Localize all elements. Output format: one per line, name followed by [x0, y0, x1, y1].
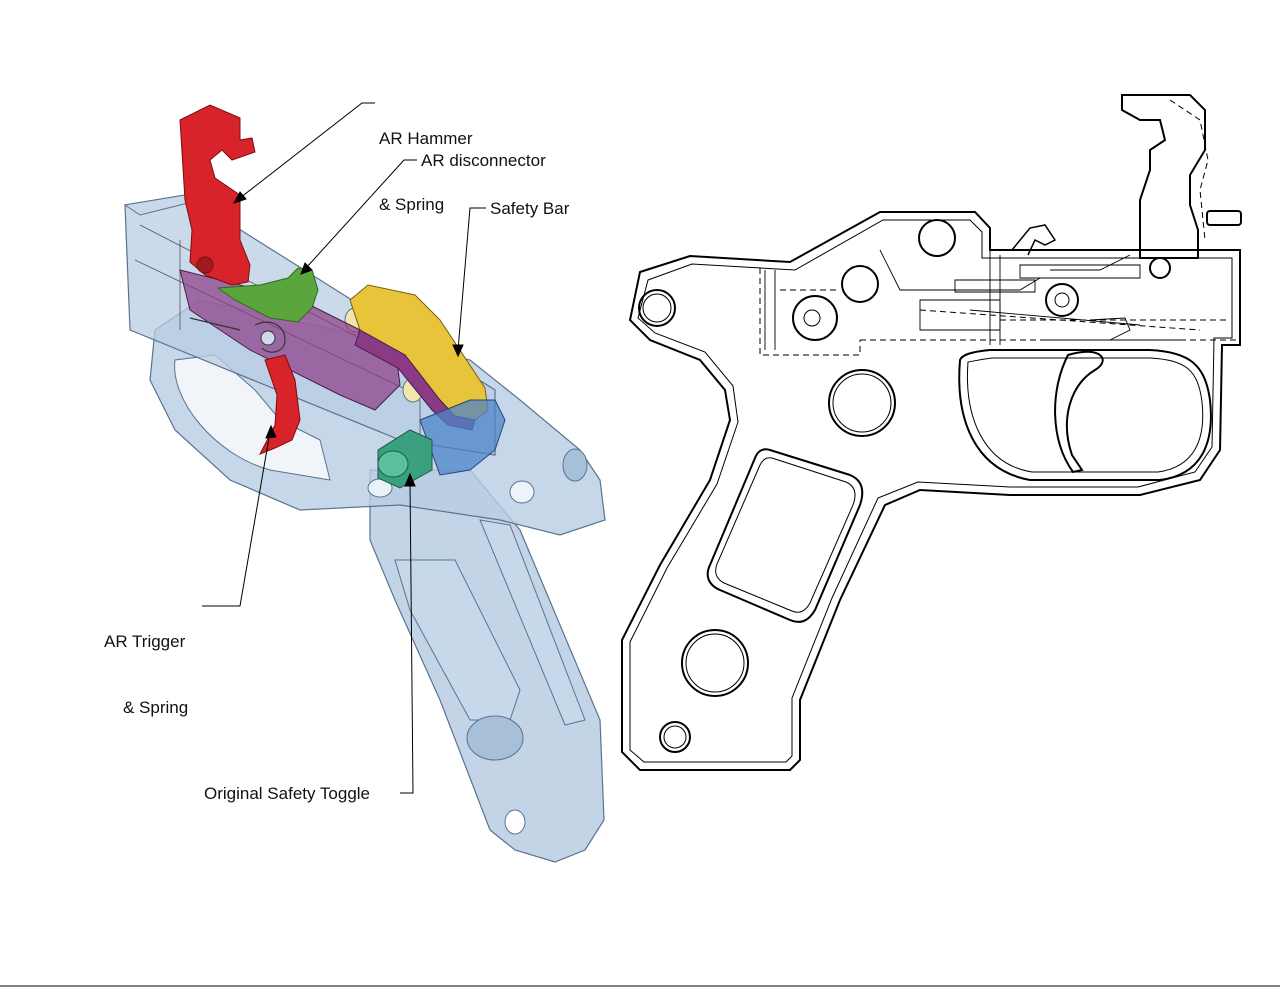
trigger-spring [189, 317, 286, 353]
line-guard-loop [958, 349, 1212, 481]
callout-leaders [202, 102, 486, 794]
line-trigger-pivot-in [1054, 292, 1070, 308]
line-disconnector [1011, 224, 1057, 256]
line-top-pin [1206, 210, 1242, 226]
line-hole-large-in [832, 373, 892, 433]
hammer-pivot [196, 256, 214, 274]
frame-hole-3 [562, 448, 588, 482]
label-ar-trigger-line1: AR Trigger [104, 632, 186, 651]
line-hole-large [828, 369, 896, 437]
line-outer-outline [621, 211, 1241, 771]
line-hole-pivot-in [803, 309, 821, 327]
label-ar-hammer-line2: & Spring [379, 195, 445, 214]
line-hole-pivot [792, 295, 838, 341]
toggle-arrowhead [404, 472, 416, 487]
line-trigger-pivot [1045, 283, 1079, 317]
line-hammer-hidden [1169, 99, 1209, 241]
line-drawing-view [621, 94, 1242, 771]
safety-toggle [377, 429, 433, 489]
line-hole-mid [841, 265, 879, 303]
line-trigger [1054, 350, 1104, 474]
line-hole-grip [681, 629, 749, 697]
line-inner-outline [629, 219, 1233, 763]
line-hole-top [918, 219, 956, 257]
label-ar-hammer-line1: AR Hammer [379, 129, 473, 148]
label-ar-hammer: AR Hammer & Spring [379, 84, 473, 238]
line-grip-slot [706, 448, 864, 623]
grip-hole-small [504, 809, 526, 835]
safety-bar-arrowhead [452, 344, 464, 358]
housing-guard-opening [174, 354, 331, 481]
line-hole-bottom [659, 721, 691, 753]
label-safety-toggle: Original Safety Toggle [204, 784, 371, 803]
line-hole-grip-in [685, 633, 745, 693]
grip-slot [479, 519, 586, 726]
line-hole-left [638, 289, 676, 327]
ar-trigger [258, 354, 301, 455]
disconnector-arrowhead [300, 262, 313, 275]
grip-hole-large [466, 715, 524, 761]
ar-hammer [179, 104, 256, 286]
frame-hole-2 [509, 480, 535, 504]
line-grip-slot-in [715, 457, 856, 613]
label-safety-bar: Safety Bar [490, 199, 570, 218]
trigger-arrowhead [265, 424, 277, 439]
line-hammer-pivot [1149, 257, 1171, 279]
safety-bar-side [179, 269, 401, 411]
line-hole-left-in [642, 293, 672, 323]
line-guard-loop-inner [966, 357, 1204, 473]
label-ar-trigger: AR Trigger & Spring [104, 587, 198, 741]
label-ar-trigger-line2: & Spring [123, 698, 189, 717]
line-hammer [1121, 94, 1206, 259]
trigger-pivot [260, 330, 276, 346]
label-ar-disconnector: AR disconnector [421, 151, 546, 170]
toggle-housing [419, 399, 506, 476]
hammer-arrowhead [232, 191, 247, 204]
ar-disconnector [216, 267, 319, 323]
line-hole-bottom-in [663, 725, 687, 749]
line-hidden-details [759, 249, 1240, 356]
